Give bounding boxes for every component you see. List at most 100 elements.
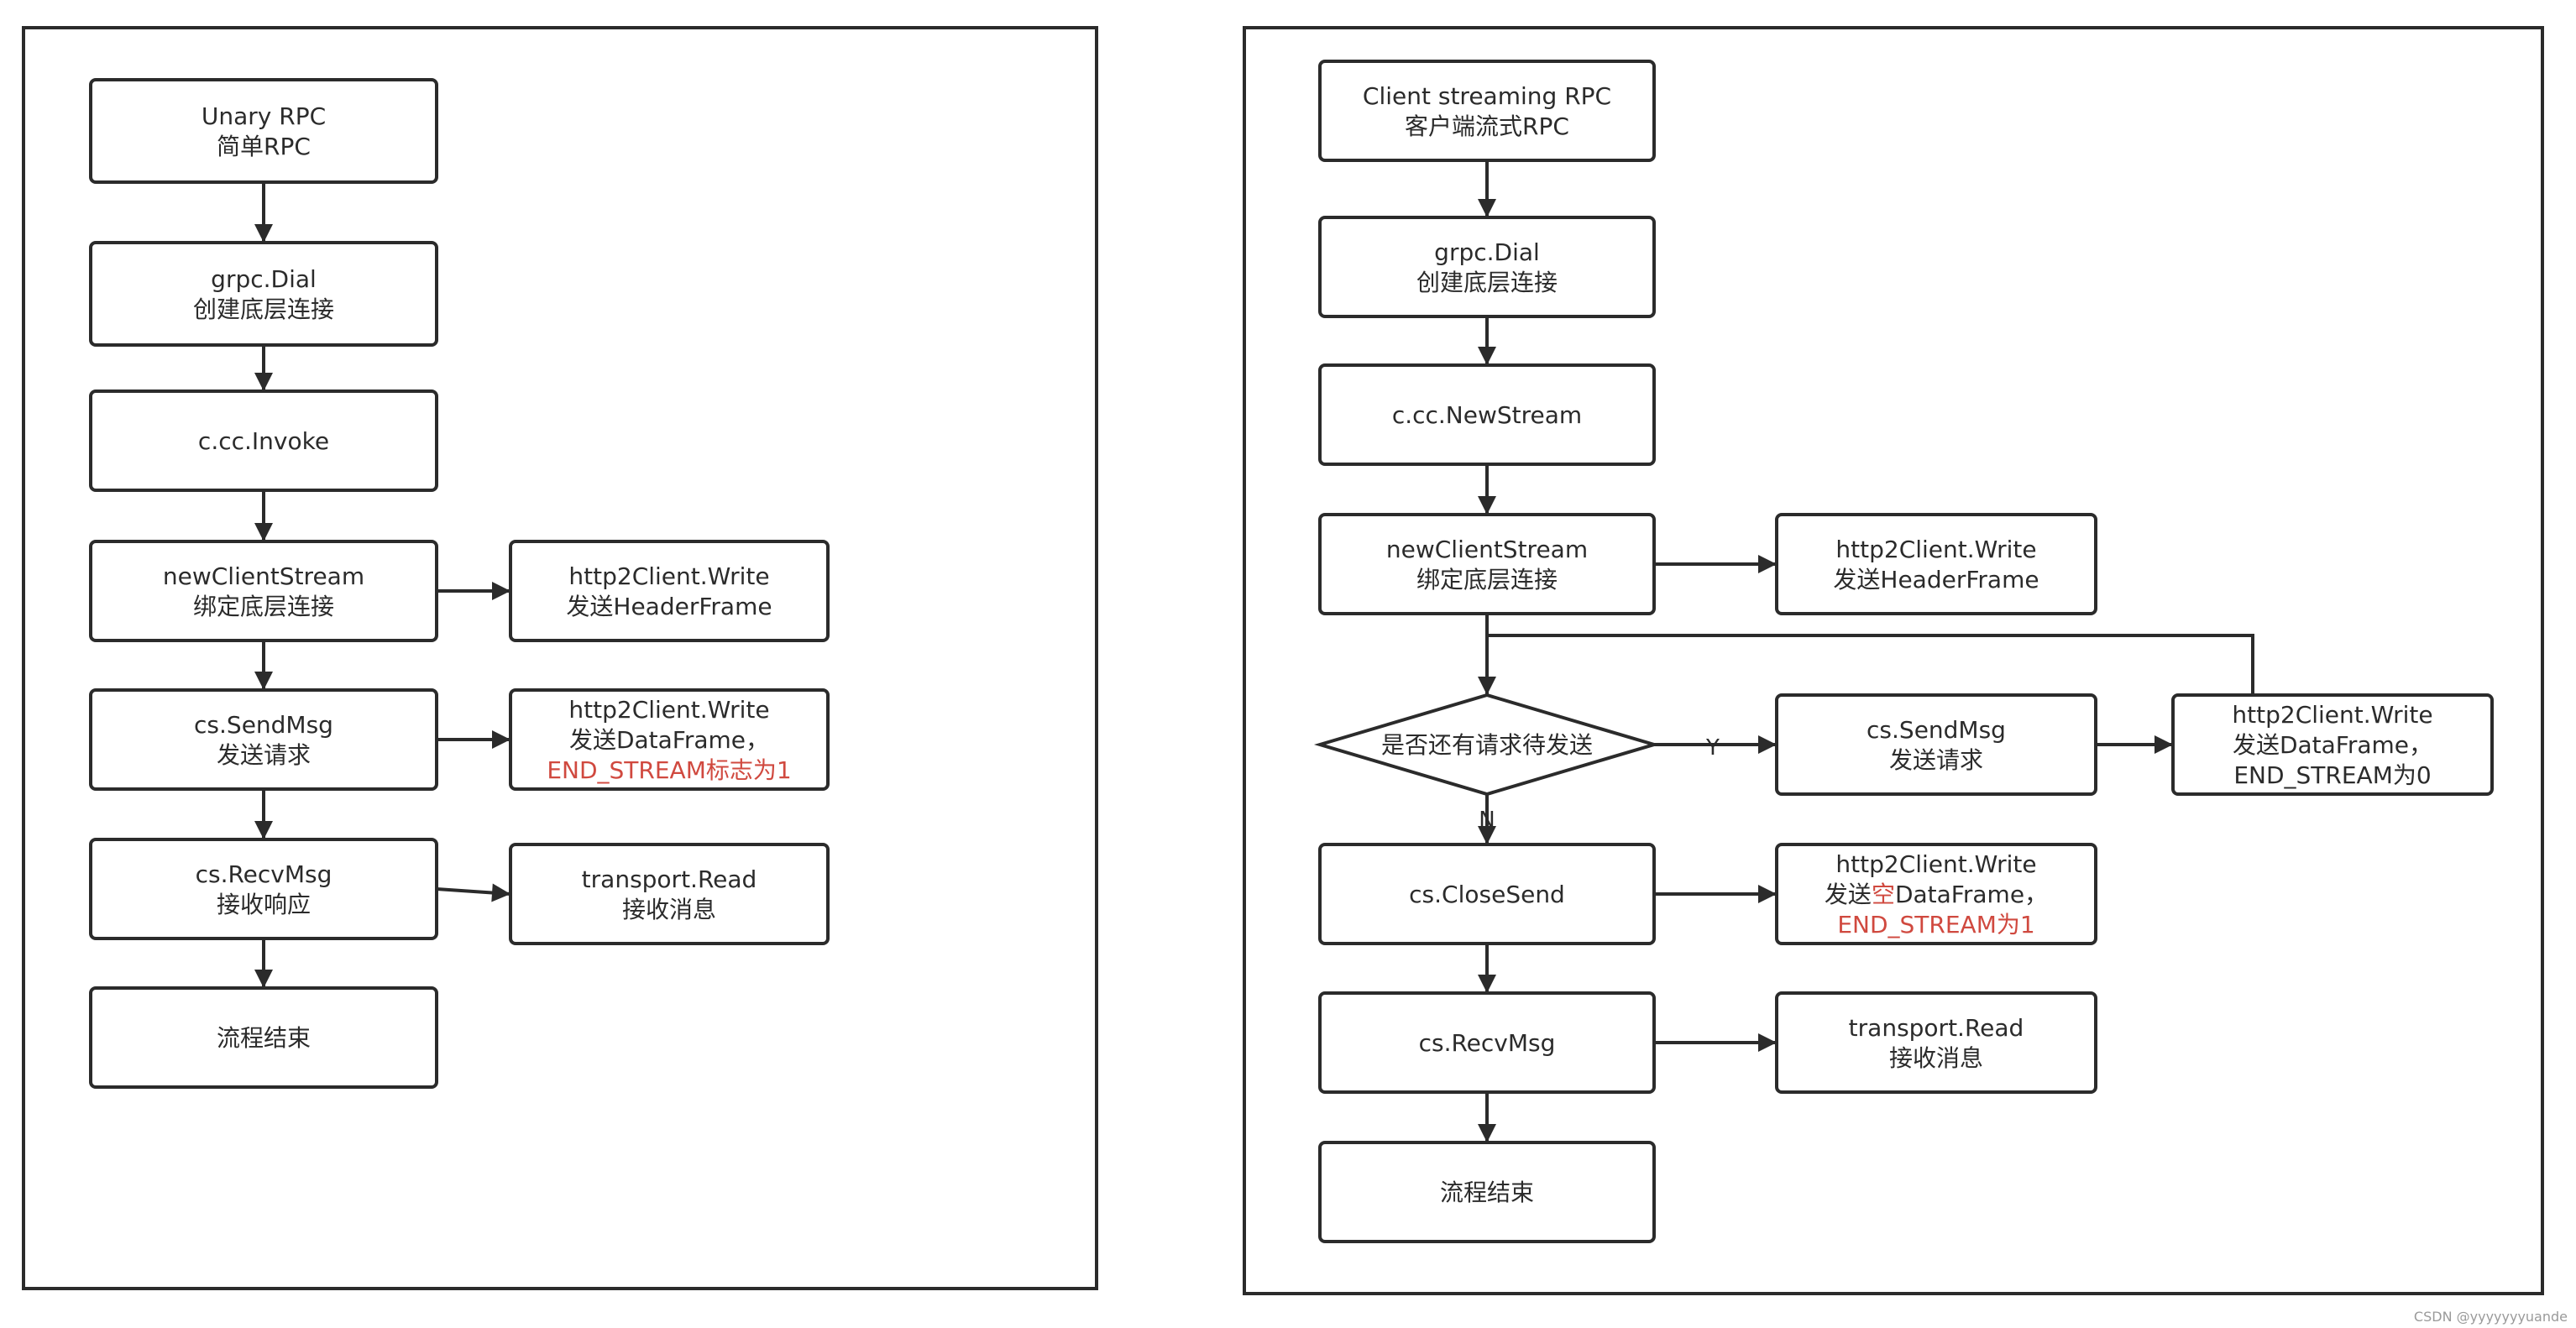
node-label-line: http2Client.Write bbox=[1835, 850, 2036, 878]
label-text: 发送DataFrame， bbox=[2233, 731, 2432, 759]
node-label-line: 发送请求 bbox=[1889, 746, 1983, 774]
node-label-line: 发送请求 bbox=[217, 741, 311, 769]
watermark: CSDN @yyyyyyyuande bbox=[2413, 1309, 2568, 1325]
label-text: 发送请求 bbox=[217, 741, 311, 769]
node-label-line: transport.Read bbox=[1849, 1014, 2024, 1042]
process-box bbox=[1318, 1141, 1656, 1243]
process-box bbox=[509, 843, 830, 945]
node-label-line: http2Client.Write bbox=[568, 696, 769, 724]
node-label-line: 绑定底层连接 bbox=[193, 593, 334, 620]
label-text: Unary RPC bbox=[202, 102, 326, 130]
label-text: 创建底层连接 bbox=[1416, 269, 1558, 296]
label-text: 发送请求 bbox=[1889, 746, 1983, 774]
node-c-header: http2Client.Write 发送HeaderFrame bbox=[1775, 513, 2097, 615]
node-c-closesend: cs.CloseSend bbox=[1318, 843, 1656, 945]
highlighted-text: 空 bbox=[1872, 881, 1895, 908]
node-label-line: 发送DataFrame， bbox=[2233, 731, 2432, 759]
node-label-line: newClientStream bbox=[1386, 536, 1588, 563]
node-label-line: 流程结束 bbox=[217, 1024, 311, 1052]
node-label-line: c.cc.NewStream bbox=[1392, 401, 1582, 429]
node-label-line: cs.RecvMsg bbox=[1419, 1029, 1556, 1057]
process-box bbox=[89, 838, 438, 940]
process-box bbox=[1775, 843, 2097, 945]
node-label-line: 发送HeaderFrame bbox=[1833, 566, 2039, 593]
unary-rpc-panel bbox=[22, 26, 1098, 1290]
node-label-line: 接收响应 bbox=[217, 891, 311, 918]
label-text: 流程结束 bbox=[1440, 1179, 1534, 1206]
loop-back-edge bbox=[1487, 634, 2254, 695]
process-box bbox=[1775, 991, 2097, 1094]
node-u-newstream: newClientStream 绑定底层连接 bbox=[89, 540, 438, 642]
node-label-line: http2Client.Write bbox=[568, 562, 769, 590]
label-text: 简单RPC bbox=[217, 133, 311, 160]
node-label-line: 接收消息 bbox=[1889, 1044, 1983, 1072]
process-box bbox=[1318, 60, 1656, 162]
node-c-data: http2Client.Write发送DataFrame，END_STREAM为… bbox=[2171, 693, 2494, 796]
node-label-line: END_STREAM为1 bbox=[1837, 911, 2034, 938]
label-text: 绑定底层连接 bbox=[1416, 566, 1558, 593]
label-text: grpc.Dial bbox=[211, 265, 317, 293]
node-u-recvmsg: cs.RecvMsg 接收响应 bbox=[89, 838, 438, 940]
node-label-line: grpc.Dial bbox=[1434, 238, 1540, 266]
highlighted-text: END_STREAM为1 bbox=[1837, 911, 2034, 938]
label-text: transport.Read bbox=[582, 865, 757, 893]
label-text: DataFrame， bbox=[1895, 881, 2048, 908]
node-u-end: 流程结束 bbox=[89, 986, 438, 1089]
node-label-line: newClientStream bbox=[163, 562, 364, 590]
label-text: cs.RecvMsg bbox=[196, 860, 332, 888]
node-label-line: 流程结束 bbox=[1440, 1179, 1534, 1206]
edge-u_recvmsg-to-u_read bbox=[436, 883, 511, 902]
label-text: cs.CloseSend bbox=[1409, 881, 1565, 908]
process-box bbox=[89, 78, 438, 184]
label-text: newClientStream bbox=[163, 562, 364, 590]
node-label-line: grpc.Dial bbox=[211, 265, 317, 293]
label-text: 是否还有请求待发送 bbox=[1381, 731, 1593, 759]
node-label-line: 接收消息 bbox=[622, 896, 716, 923]
client-streaming-rpc-panel bbox=[1243, 26, 2544, 1295]
process-box bbox=[509, 540, 830, 642]
label-text: http2Client.Write bbox=[568, 562, 769, 590]
label-text: grpc.Dial bbox=[1434, 238, 1540, 266]
process-box bbox=[1775, 693, 2097, 796]
label-text: cs.SendMsg bbox=[1867, 716, 2006, 744]
process-box bbox=[89, 241, 438, 347]
label-text: c.cc.Invoke bbox=[198, 427, 329, 455]
edge-label-no: N bbox=[1479, 808, 1495, 833]
node-c-newclientstream: newClientStream 绑定底层连接 bbox=[1318, 513, 1656, 615]
node-u-start: Unary RPC 简单RPC bbox=[89, 78, 438, 184]
node-label-line: cs.RecvMsg bbox=[196, 860, 332, 888]
process-box bbox=[1318, 991, 1656, 1094]
node-label-line: END_STREAM标志为1 bbox=[547, 756, 791, 784]
label-text: 接收响应 bbox=[217, 891, 311, 918]
label-text: c.cc.NewStream bbox=[1392, 401, 1582, 429]
node-u-data: http2Client.Write发送DataFrame，END_STREAM标… bbox=[509, 688, 830, 791]
node-u-header: http2Client.Write 发送HeaderFrame bbox=[509, 540, 830, 642]
label-text: http2Client.Write bbox=[568, 696, 769, 724]
process-box bbox=[89, 540, 438, 642]
label-text: 客户端流式RPC bbox=[1405, 112, 1569, 140]
label-text: 绑定底层连接 bbox=[193, 593, 334, 620]
node-label-line: http2Client.Write bbox=[2232, 701, 2432, 729]
node-label-line: 发送DataFrame， bbox=[569, 726, 769, 754]
label-text: 创建底层连接 bbox=[193, 295, 334, 323]
node-c-decision: 是否还有请求待发送 bbox=[1313, 693, 1661, 797]
label-text: newClientStream bbox=[1386, 536, 1588, 563]
label-text: END_STREAM为0 bbox=[2233, 761, 2431, 789]
node-label-line: 创建底层连接 bbox=[1416, 269, 1558, 296]
label-text: 发送HeaderFrame bbox=[566, 593, 772, 620]
label-text: 发送 bbox=[1825, 881, 1872, 908]
process-box bbox=[509, 688, 830, 791]
label-text: transport.Read bbox=[1849, 1014, 2024, 1042]
node-label-line: Unary RPC bbox=[202, 102, 326, 130]
process-box bbox=[89, 390, 438, 492]
process-box bbox=[2171, 693, 2494, 796]
node-label-line: http2Client.Write bbox=[1835, 536, 2036, 563]
label-text: http2Client.Write bbox=[1835, 850, 2036, 878]
node-c-recvmsg: cs.RecvMsg bbox=[1318, 991, 1656, 1094]
process-box bbox=[1318, 513, 1656, 615]
